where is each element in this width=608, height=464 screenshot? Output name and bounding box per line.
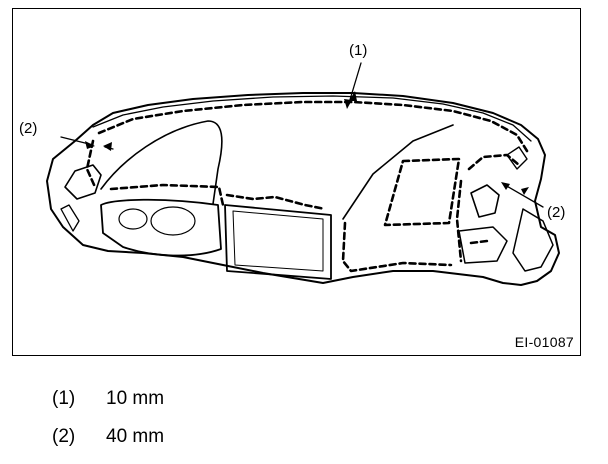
center-panel xyxy=(224,204,332,280)
legend-row: (1) 10 mm xyxy=(52,388,164,426)
gauge-cluster xyxy=(100,198,222,257)
figure-id: EI-01087 xyxy=(514,334,574,350)
dashboard-illustration xyxy=(46,62,560,286)
right-vent xyxy=(470,184,500,218)
legend-value: 40 mm xyxy=(106,426,165,447)
dashboard-outline xyxy=(46,92,560,286)
instrument-hood xyxy=(100,120,223,205)
callout-2-left: (2) xyxy=(19,120,38,137)
legend-key: (2) xyxy=(52,426,76,447)
callout-1: (1) xyxy=(349,42,368,59)
left-vent xyxy=(64,164,102,200)
legend-row: (2) 40 mm xyxy=(52,426,164,464)
legend-value: 10 mm xyxy=(106,388,165,409)
adhesive-lines xyxy=(85,100,529,273)
center-stack-edge xyxy=(342,124,454,220)
dashboard-top-edge xyxy=(92,95,532,142)
legend-key: (1) xyxy=(52,388,76,409)
legend: (1) 10 mm (2) 40 mm xyxy=(52,388,164,464)
figure-frame: (1) (2) (2) EI-01087 xyxy=(12,8,581,356)
callout-2-right: (2) xyxy=(547,204,566,221)
